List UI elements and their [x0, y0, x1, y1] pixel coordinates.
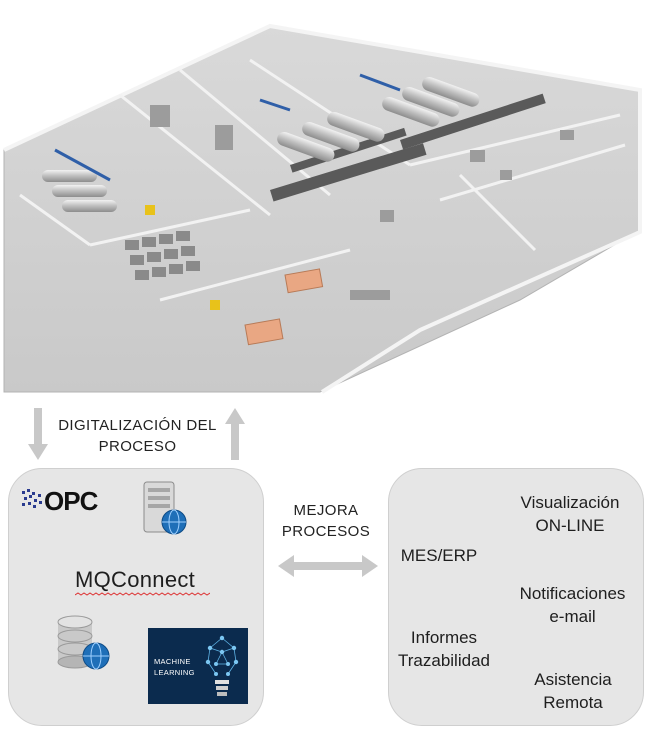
up-arrow-icon: [225, 408, 245, 460]
lightbulb-network-icon: [205, 635, 239, 696]
services-panel: [388, 468, 644, 726]
visualizacion-online-label: Visualización ON-LINE: [520, 493, 620, 535]
factory-layout-illustration: [3, 23, 642, 394]
digitalizacion-label: DIGITALIZACIÓN DEL PROCESO: [58, 417, 217, 455]
svg-text:OPC: OPC: [44, 486, 99, 515]
mejora-procesos-label: MEJORA PROCESOS: [281, 502, 371, 540]
database-globe-icon: [57, 615, 110, 670]
double-arrow-icon: [278, 555, 378, 577]
notificaciones-email-label: Notificaciones e-mail: [519, 584, 626, 626]
spellcheck-underline: [75, 592, 210, 596]
machine-learning-text: MACHINE LEARNING: [154, 657, 195, 677]
mqconnect-title: MQConnect: [75, 567, 196, 592]
opc-logo: OPC: [22, 486, 100, 515]
asistencia-remota-label: Asistencia Remota: [534, 670, 612, 712]
informes-trazabilidad-label: Informes Trazabilidad: [398, 628, 490, 670]
mes-erp-label: MES/ERP: [400, 546, 478, 565]
machine-learning-icon: MACHINE LEARNING: [148, 628, 248, 704]
down-arrow-icon: [28, 408, 48, 460]
server-globe-icon: [143, 481, 187, 535]
